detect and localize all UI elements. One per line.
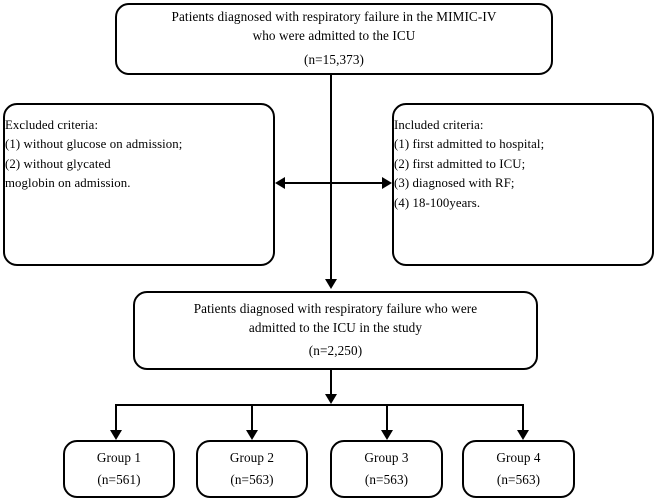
arrowhead-included-criteria (382, 177, 392, 189)
excluded-item-1: (1) without glucose on admission; (5, 137, 183, 152)
excluded-item-3: moglobin on admission. (5, 176, 131, 191)
group-2-label: Group 2 (229, 449, 275, 465)
connector-branch-group-2 (251, 404, 254, 432)
node-included-criteria: Included criteria: (1) first admitted to… (392, 103, 654, 266)
study-cohort-line2: admitted to the ICU in the study (248, 320, 423, 336)
included-item-2: (2) first admitted to ICU; (394, 156, 526, 171)
arrowhead-group-2 (246, 430, 258, 440)
source-cohort-line2: who were admitted to the ICU (252, 28, 416, 44)
connector-branch-bar (115, 404, 524, 407)
node-group-3: Group 3 (n=563) (330, 440, 443, 498)
connector-source-to-study (330, 75, 333, 281)
connector-criteria-horizontal (283, 182, 383, 185)
arrowhead-group-1 (110, 430, 122, 440)
connector-branch-group-1 (115, 404, 118, 432)
excluded-heading: Excluded criteria: (5, 118, 99, 132)
included-item-3: (3) diagnosed with RF; (394, 176, 515, 191)
node-group-1: Group 1 (n=561) (63, 440, 175, 498)
arrowhead-study-to-branch (325, 394, 337, 404)
arrowhead-group-4 (517, 430, 529, 440)
arrowhead-excluded-criteria (275, 177, 285, 189)
group-3-count: (n=563) (364, 471, 409, 487)
connector-study-to-branch (330, 370, 333, 396)
included-heading: Included criteria: (394, 118, 484, 132)
connector-branch-group-3 (386, 404, 389, 432)
source-cohort-count: (n=15,373) (303, 51, 365, 67)
node-group-2: Group 2 (n=563) (196, 440, 308, 498)
group-3-label: Group 3 (364, 449, 409, 465)
arrowhead-source-to-study (325, 279, 337, 289)
study-cohort-line1: Patients diagnosed with respiratory fail… (193, 301, 478, 317)
group-4-label: Group 4 (496, 449, 541, 465)
included-item-4: (4) 18-100years. (394, 195, 481, 210)
group-1-label: Group 1 (96, 449, 142, 465)
node-source-cohort: Patients diagnosed with respiratory fail… (115, 3, 553, 75)
connector-branch-group-4 (522, 404, 525, 432)
group-4-count: (n=563) (496, 471, 541, 487)
node-group-4: Group 4 (n=563) (462, 440, 575, 498)
arrowhead-group-3 (381, 430, 393, 440)
group-1-count: (n=561) (97, 471, 141, 487)
node-study-cohort: Patients diagnosed with respiratory fail… (133, 291, 538, 370)
excluded-item-2: (2) without glycated (5, 156, 111, 171)
node-excluded-criteria: Excluded criteria: (1) without glucose o… (3, 103, 275, 266)
source-cohort-line1: Patients diagnosed with respiratory fail… (171, 9, 497, 25)
study-cohort-count: (n=2,250) (308, 342, 363, 358)
included-item-1: (1) first admitted to hospital; (394, 137, 545, 152)
group-2-count: (n=563) (230, 471, 274, 487)
